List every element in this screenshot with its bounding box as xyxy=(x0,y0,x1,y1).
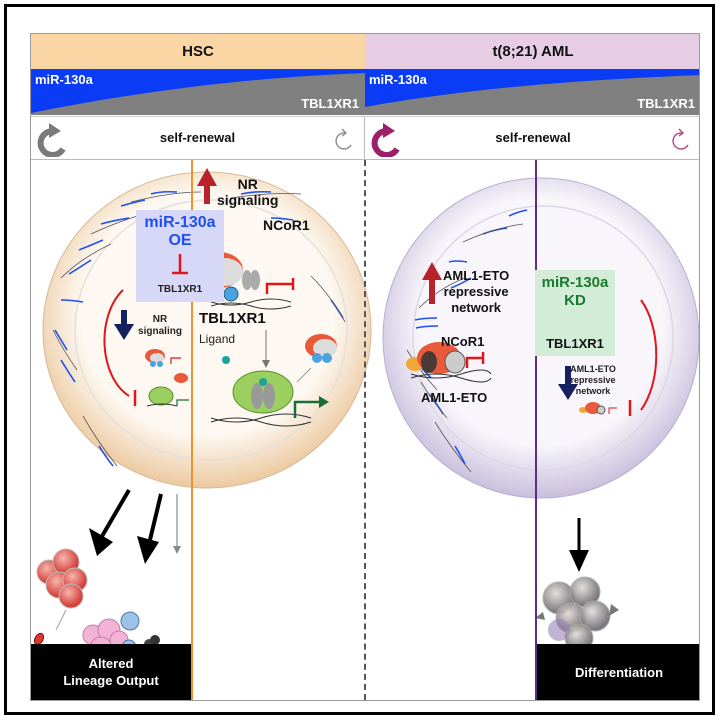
large-gray-cycle-arrow-icon xyxy=(37,123,66,157)
aml-inhibition-arc xyxy=(640,299,658,411)
large-magenta-cycle-arrow-icon xyxy=(371,123,400,157)
aml1eto-complex-label: AML1-ETO xyxy=(421,390,488,405)
differentiated-cell-cluster xyxy=(535,576,619,653)
nr-activation-complex xyxy=(210,370,329,427)
network-label: network xyxy=(575,386,611,396)
differentiation-box: Differentiation xyxy=(537,644,699,700)
hsc-nr-down-label: NR signaling xyxy=(135,314,185,338)
oe-label: OE xyxy=(168,232,192,249)
small-magenta-cycle-arrow-icon xyxy=(672,128,689,150)
hsc-gradient-shape xyxy=(31,69,365,115)
hsc-cell xyxy=(42,171,372,489)
kd-target-label: TBL1XR1 xyxy=(546,336,604,351)
differentiation-label: Differentiation xyxy=(574,664,664,680)
ncor1-aml1eto-complex-small xyxy=(579,402,617,415)
oe-target-label: TBL1XR1 xyxy=(157,284,203,295)
ncor1-label: NCoR1 xyxy=(263,217,310,233)
hsc-divider-line xyxy=(191,160,193,700)
hsc-nr-up-label: NR signaling xyxy=(217,176,278,208)
small-gray-cycle-arrow-icon xyxy=(335,128,352,150)
mir130a-label: miR-130a xyxy=(144,214,216,231)
hsc-membrane-lines xyxy=(52,191,346,467)
aml-ncor1-label: NCoR1 xyxy=(441,334,485,349)
repressive-label: repressive xyxy=(443,284,509,299)
aml-network-down-arrow xyxy=(558,366,578,400)
hsc-self-renewal-label: self-renewal xyxy=(159,130,236,145)
aml1eto-label: AML1-ETO xyxy=(570,364,616,374)
hsc-header: HSC xyxy=(31,34,365,69)
ligand-label: Ligand xyxy=(199,332,236,346)
cells-illustration xyxy=(33,168,699,660)
mir130a-oe-title: miR-130a OE xyxy=(136,214,224,250)
figure-frame: HSC t(8;21) AML miR-130a TBL1XR1 miR-130… xyxy=(4,4,715,715)
altered-lineage-output-box: Altered Lineage Output xyxy=(31,644,191,700)
kd-label: KD xyxy=(564,292,586,309)
ncor1-aml1eto-complex xyxy=(406,342,492,383)
aml-gradient-shape xyxy=(365,69,699,115)
aml-title: t(8;21) AML xyxy=(492,43,574,60)
aml-mir130a-label: miR-130a xyxy=(369,72,427,87)
network-label: network xyxy=(451,300,502,315)
ncor1-complex-small xyxy=(145,349,189,407)
hsc-expression-gradient: miR-130a TBL1XR1 xyxy=(31,69,365,115)
outcome-line1: Altered xyxy=(88,656,134,671)
hsc-tbl1xr1-label: TBL1XR1 xyxy=(301,96,359,111)
aml-membrane-lines xyxy=(406,223,524,473)
released-ncor1-complex xyxy=(296,334,337,383)
mir130a-kd-title: miR-130a KD xyxy=(535,274,615,310)
tbl1xr1-label: TBL1XR1 xyxy=(199,310,266,327)
aml-expression-gradient: miR-130a TBL1XR1 xyxy=(365,69,699,115)
inhibition-icon xyxy=(172,254,188,275)
aml-self-renewal-label: self-renewal xyxy=(495,130,571,145)
lineage-arrows xyxy=(55,488,181,631)
hsc-inhibition-arc xyxy=(103,289,130,397)
aml1eto-label: AML1-ETO xyxy=(443,268,510,283)
repressive-label: repressive xyxy=(570,375,616,385)
nr-label: NR xyxy=(237,176,258,192)
aml-self-renewal-row: self-renewal xyxy=(365,116,699,160)
signaling-label: signaling xyxy=(217,192,279,208)
aml-network-up-arrow xyxy=(422,262,442,304)
mir130a-label: miR-130a xyxy=(541,274,609,291)
hsc-mir130a-label: miR-130a xyxy=(35,72,93,87)
hsc-self-renewal-row: self-renewal xyxy=(31,116,365,160)
aml-network-down-label: AML1-ETO repressive network xyxy=(551,364,635,397)
aml-header: t(8;21) AML xyxy=(365,34,699,69)
hsc-nr-up-arrow xyxy=(197,168,217,204)
hsc-er-strands xyxy=(54,190,344,467)
outcome-line2: Lineage Output xyxy=(63,673,159,688)
mir130a-kd-box xyxy=(535,270,615,356)
graphical-abstract-panel: HSC t(8;21) AML miR-130a TBL1XR1 miR-130… xyxy=(30,33,700,701)
panel-divider-dashed xyxy=(364,160,366,700)
differentiation-arrow xyxy=(569,518,589,572)
aml-er-strands xyxy=(414,209,528,465)
hsc-nr-down-arrow xyxy=(114,310,134,340)
hsc-title: HSC xyxy=(182,43,214,60)
aml-divider-line xyxy=(535,160,537,700)
ligand-icon xyxy=(222,330,270,368)
nr-label: NR xyxy=(152,314,168,325)
aml-network-up-label: AML1-ETO repressive network xyxy=(443,268,509,316)
aml-tbl1xr1-label: TBL1XR1 xyxy=(637,96,695,111)
signaling-label: signaling xyxy=(138,326,182,337)
erythroid-cell-cluster xyxy=(33,548,88,646)
